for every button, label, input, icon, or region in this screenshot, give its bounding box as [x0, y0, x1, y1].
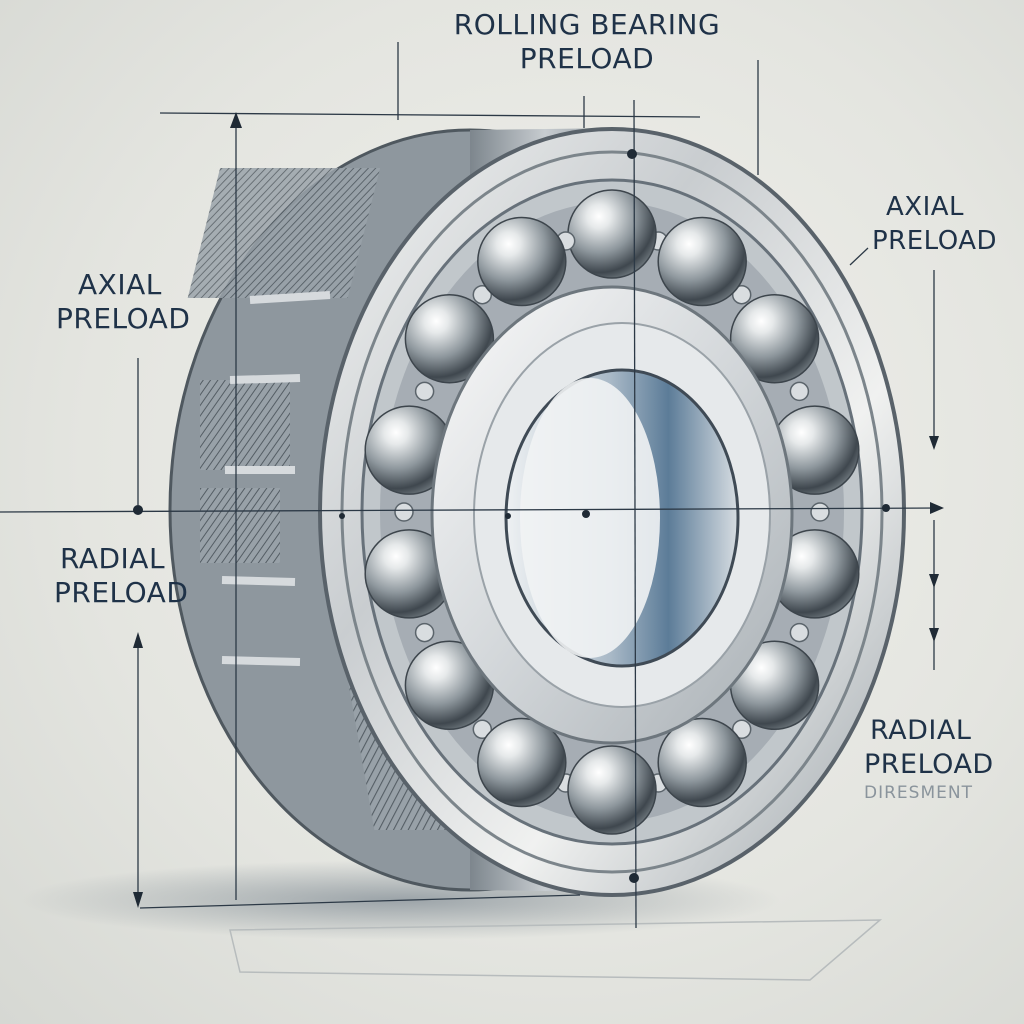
axial-left-line-1: AXIAL: [78, 268, 162, 301]
center-axis-horizontal: [0, 507, 941, 513]
axis-point-right: [882, 504, 890, 512]
bottom-extension-line: [139, 894, 581, 909]
side-hatch-top: [187, 168, 381, 298]
cage-separator: [810, 502, 830, 522]
radial-left-line-1: RADIAL: [60, 542, 166, 575]
top-extension-line: [159, 112, 701, 118]
rolling-ball: [477, 717, 567, 808]
radial-right-subtext: DIRESMENT: [864, 783, 973, 803]
arrow-down-left: [133, 892, 143, 908]
floor-plane: [229, 919, 883, 981]
axis-point-bottom: [629, 873, 639, 883]
side-cage-bars: [221, 291, 331, 666]
arrow-down-right-2: [929, 574, 939, 588]
outer-ring-groove: [340, 150, 884, 874]
cage-separator: [731, 284, 752, 305]
rolling-ball: [404, 293, 495, 384]
title-rolling-bearing-preload: ROLLING BEARING PRELOAD: [0, 8, 1024, 76]
axial-right-leader: [849, 247, 869, 266]
center-axis-vertical: [633, 99, 637, 929]
rolling-elements: [364, 189, 860, 835]
cage-separator: [472, 284, 493, 305]
axis-point-left: [133, 505, 143, 515]
cage-separator: [472, 719, 493, 740]
annotation-arrows: [133, 112, 944, 908]
rolling-ball: [657, 216, 747, 307]
title-line-2: PRELOAD: [519, 42, 655, 75]
annotation-lines: [0, 42, 941, 929]
axial-right-line-2: PRELOAD: [872, 226, 998, 256]
rolling-ball: [657, 717, 747, 808]
side-hatch-mid-1: [200, 380, 290, 470]
axis-point-top: [627, 149, 637, 159]
radial-right-line-1: RADIAL: [870, 715, 972, 746]
cage-separator: [789, 381, 810, 402]
title-line-1: ROLLING BEARING: [453, 8, 721, 41]
cage-separator: [414, 622, 435, 643]
cage-separator: [394, 502, 414, 522]
rolling-ball: [567, 189, 657, 279]
axis-point-center: [582, 510, 590, 518]
arrow-up-left: [230, 112, 242, 128]
axial-left-line-2: PRELOAD: [56, 302, 191, 335]
radial-preload-left-label: RADIAL PRELOAD: [54, 542, 188, 610]
radial-left-line-2: PRELOAD: [54, 576, 189, 609]
axial-preload-left-label: AXIAL PRELOAD: [56, 268, 190, 336]
radial-preload-right-label: RADIAL PRELOAD DIRESMENT: [864, 714, 994, 804]
arrow-down-right-3: [929, 628, 939, 642]
bore-back-edge: [520, 378, 660, 658]
rolling-ball: [477, 216, 567, 307]
rolling-ball: [567, 745, 657, 835]
arrow-down-right-1: [929, 436, 939, 450]
rolling-ball: [729, 293, 820, 384]
arrow-up-radial-left: [133, 632, 143, 648]
cage-separator: [789, 622, 810, 643]
axis-point-far-left: [339, 513, 345, 519]
side-hatch-mid-2: [200, 488, 280, 563]
arrow-right-axis: [930, 502, 944, 514]
axis-point-inner-left: [505, 513, 511, 519]
cage-separator: [731, 719, 752, 740]
axial-preload-right-label: AXIAL PRELOAD: [872, 190, 997, 258]
axial-right-line-1: AXIAL: [886, 192, 965, 222]
cage-separator: [414, 381, 435, 402]
radial-right-line-2: PRELOAD: [864, 749, 994, 780]
